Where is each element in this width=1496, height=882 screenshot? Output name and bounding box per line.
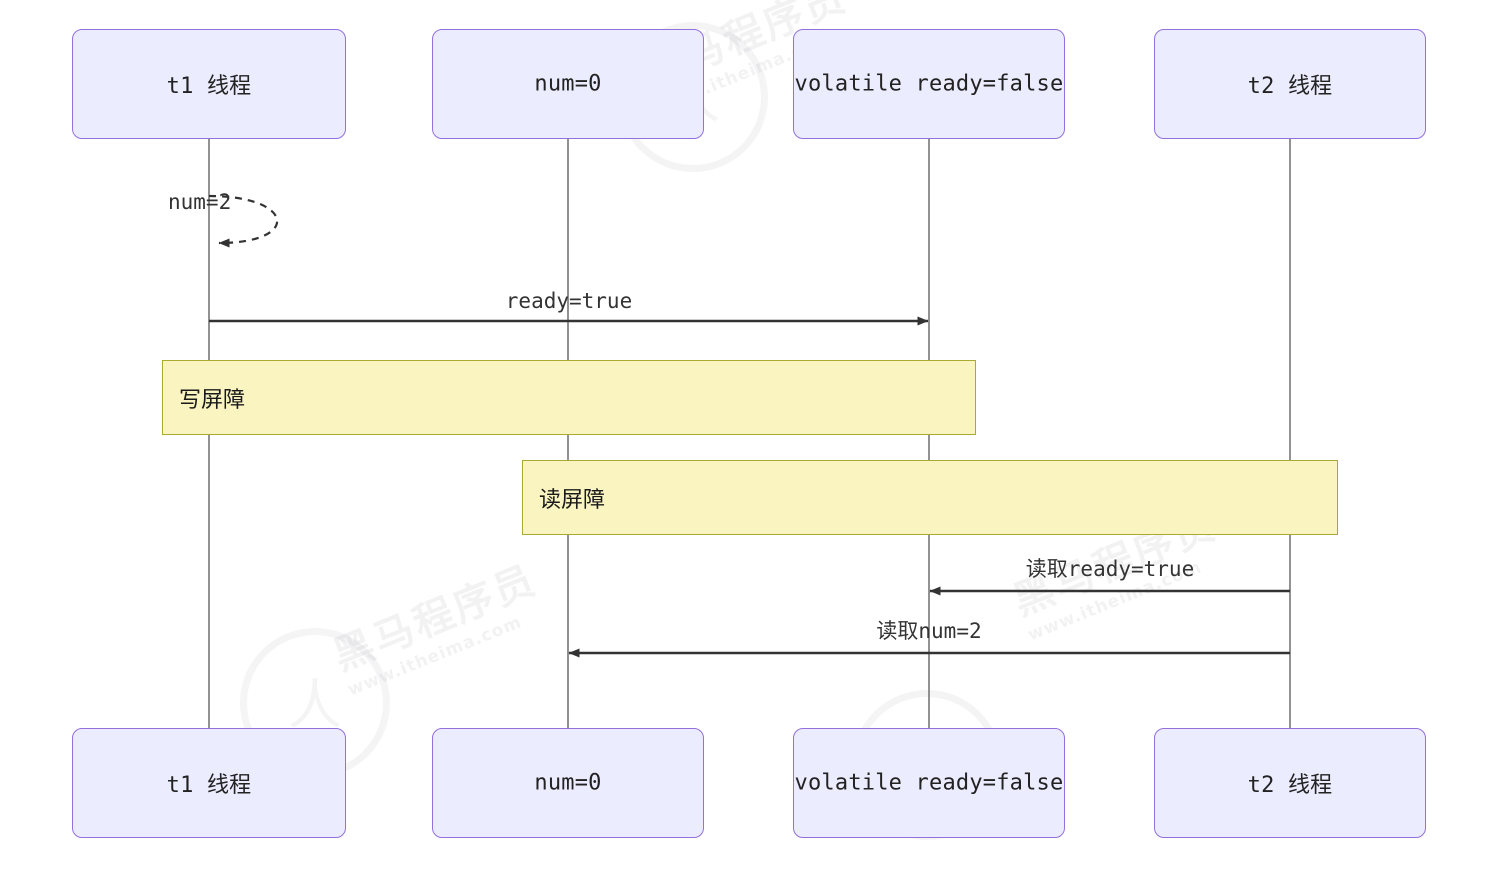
message-label-self-num-2: num=2	[168, 190, 232, 214]
message-arrow-self-num-2	[208, 194, 279, 248]
participant-label-t2-top: t2 线程	[1247, 74, 1333, 99]
note-read-barrier[interactable]: 读屏障	[522, 460, 1338, 535]
participant-box-volatile-bottom[interactable]: volatile ready=false	[793, 728, 1065, 838]
participant-box-num-top[interactable]: num=0	[432, 29, 704, 139]
participant-label-t1-bottom: t1 线程	[166, 773, 252, 798]
message-label-read-num-2: 读取num=2	[876, 619, 982, 643]
participant-box-t2-bottom[interactable]: t2 线程	[1154, 728, 1426, 838]
participant-label-num-top: num=0	[534, 71, 602, 97]
note-label-write-barrier: 写屏障	[179, 387, 246, 413]
note-write-barrier[interactable]: 写屏障	[162, 360, 976, 435]
participant-box-num-bottom[interactable]: num=0	[432, 728, 704, 838]
participant-box-t2-top[interactable]: t2 线程	[1154, 29, 1426, 139]
participant-box-t1-top[interactable]: t1 线程	[72, 29, 346, 139]
participant-label-volatile-bottom: volatile ready=false	[794, 770, 1064, 796]
note-label-read-barrier: 读屏障	[539, 487, 606, 513]
participant-label-t1-top: t1 线程	[166, 74, 252, 99]
message-label-ready-true: ready=true	[505, 289, 633, 313]
participant-label-num-bottom: num=0	[534, 770, 602, 796]
participant-label-volatile-top: volatile ready=false	[794, 71, 1064, 97]
participant-box-volatile-top[interactable]: volatile ready=false	[793, 29, 1065, 139]
participant-label-t2-bottom: t2 线程	[1247, 773, 1333, 798]
participant-box-t1-bottom[interactable]: t1 线程	[72, 728, 346, 838]
message-label-read-ready-true: 读取ready=true	[1025, 557, 1195, 581]
